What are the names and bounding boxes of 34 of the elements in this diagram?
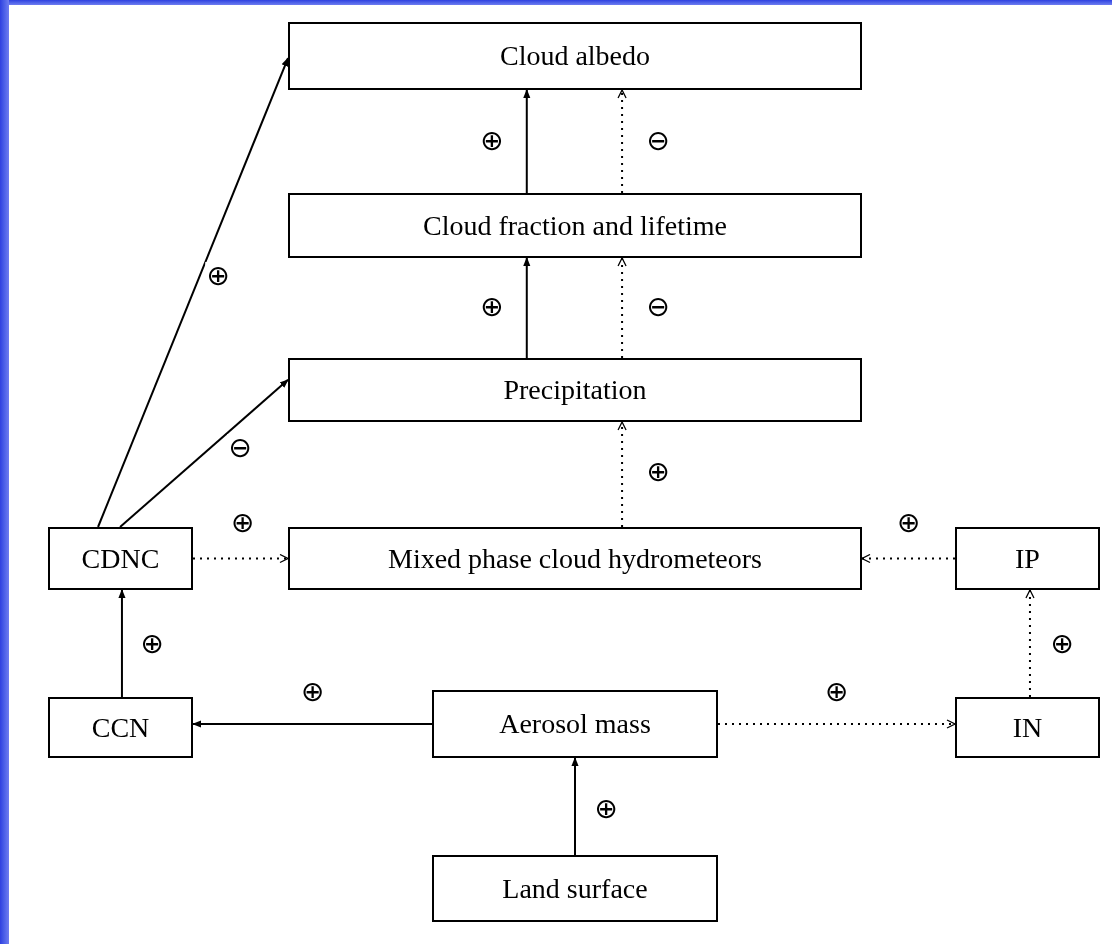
process-box bbox=[288, 358, 862, 422]
arrow bbox=[861, 553, 956, 564]
process-box bbox=[955, 527, 1100, 590]
process-box bbox=[288, 22, 862, 90]
box-label: CDNC bbox=[81, 541, 160, 576]
process-box bbox=[288, 193, 862, 258]
box-label: Precipitation bbox=[503, 373, 647, 407]
box-label: Mixed phase cloud hydrometeors bbox=[388, 541, 762, 576]
arrow bbox=[523, 257, 531, 359]
box-label: IN bbox=[1012, 710, 1043, 745]
box-label: Land surface bbox=[502, 871, 648, 906]
process-box bbox=[48, 527, 193, 590]
process-box bbox=[432, 690, 718, 758]
arrow bbox=[617, 89, 627, 194]
box-label: IP bbox=[1015, 541, 1040, 576]
arrow bbox=[523, 89, 531, 194]
box-label: CCN bbox=[91, 710, 150, 745]
arrow bbox=[617, 421, 627, 528]
box-label: Cloud albedo bbox=[499, 39, 651, 73]
arrow bbox=[617, 257, 627, 359]
process-box bbox=[432, 855, 718, 922]
box-label: Aerosol mass bbox=[499, 707, 651, 741]
arrow bbox=[192, 553, 289, 564]
process-box bbox=[955, 697, 1100, 758]
arrow bbox=[118, 589, 126, 698]
arrow bbox=[571, 757, 579, 856]
arrow bbox=[97, 57, 289, 528]
arrow bbox=[717, 719, 956, 729]
arrow bbox=[119, 378, 289, 528]
process-box bbox=[48, 697, 193, 758]
arrow bbox=[1025, 589, 1035, 698]
process-box bbox=[288, 527, 862, 590]
arrow bbox=[192, 720, 433, 728]
box-label: Cloud fraction and lifetime bbox=[423, 208, 727, 243]
